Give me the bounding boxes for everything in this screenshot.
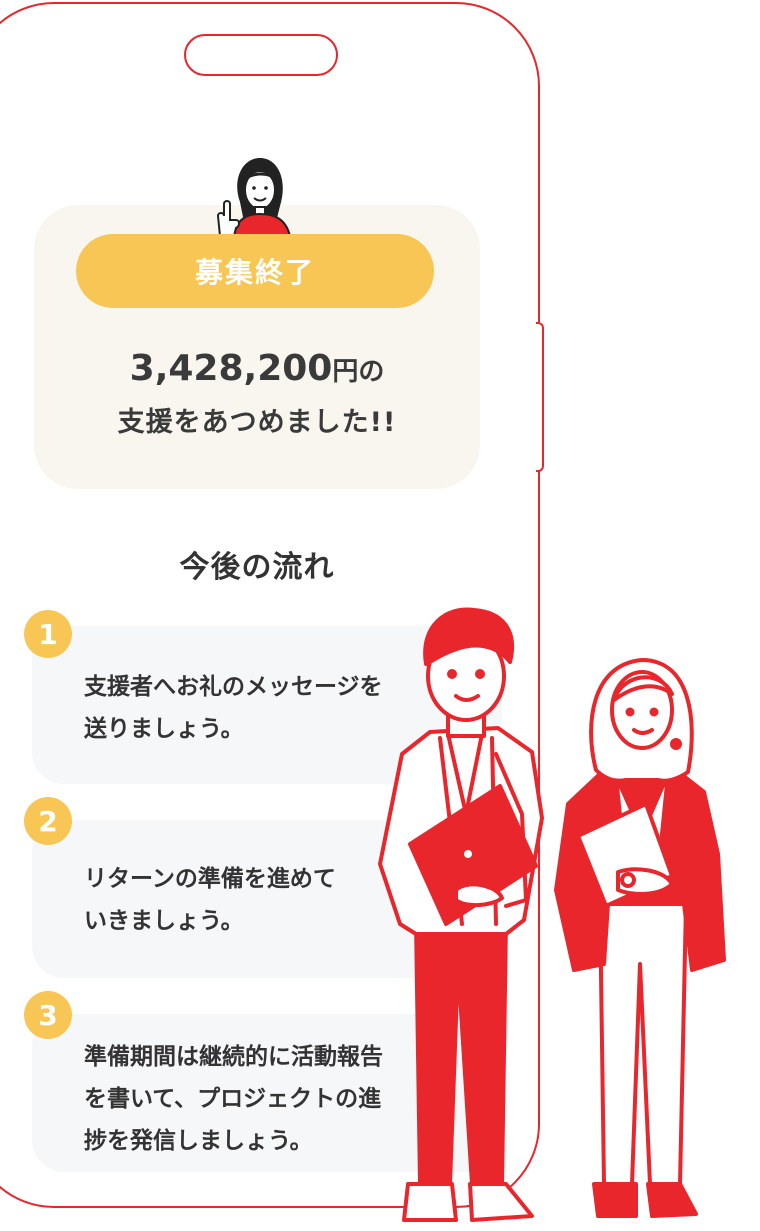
people-illustration-icon — [378, 607, 726, 1222]
funding-amount: 3,428,200円の — [34, 348, 480, 389]
step-text-3: 準備期間は継続的に活動報告 を書いて、プロジェクトの進 捗を発信しましょう。 — [84, 1044, 383, 1154]
step-number-1: 1 — [24, 610, 72, 658]
status-badge: 募集終了 — [76, 234, 434, 308]
phone-side-button — [536, 322, 544, 472]
amount-unit: 円の — [332, 357, 385, 387]
step-text-2: リターンの準備を進めて いきましょう。 — [84, 866, 336, 934]
step-number-3: 3 — [24, 991, 72, 1039]
avatar-woman-pointing-icon — [216, 158, 292, 236]
section-title: 今後の流れ — [179, 550, 335, 585]
amount-value: 3,428,200 — [129, 348, 333, 389]
step-text-1: 支援者へお礼のメッセージを 送りましょう。 — [84, 674, 383, 742]
step-number-2: 2 — [24, 797, 72, 845]
phone-notch — [184, 34, 338, 76]
support-message: 支援をあつめました!! — [117, 407, 397, 438]
